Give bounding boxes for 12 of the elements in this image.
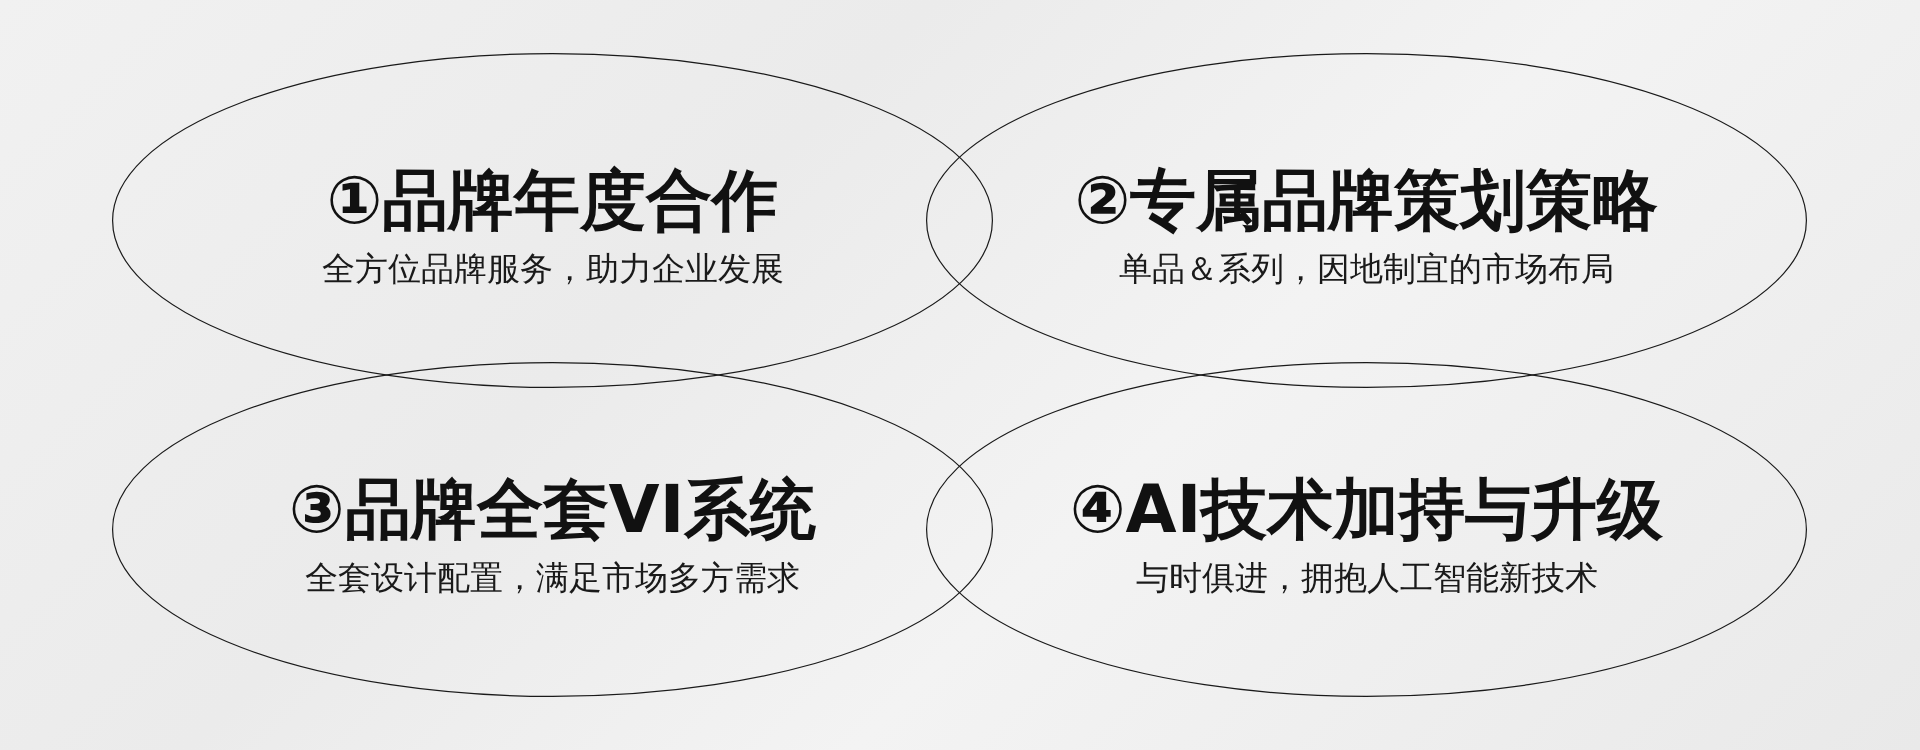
- ellipse-node: [112, 53, 993, 388]
- node-title: ④AI技术加持与升级: [1069, 470, 1664, 550]
- node-title: ①品牌年度合作: [326, 161, 779, 241]
- node-subtitle: 全套设计配置，满足市场多方需求: [305, 557, 800, 599]
- ellipse-node: [112, 362, 993, 697]
- ellipse-node: [926, 362, 1807, 697]
- node-title: ③品牌全套VI系统: [288, 470, 817, 550]
- node-subtitle: 与时俱进，拥抱人工智能新技术: [1135, 557, 1598, 599]
- node-subtitle: 单品＆系列，因地制宜的市场布局: [1119, 248, 1614, 290]
- node-title: ②专属品牌策划策略: [1074, 161, 1659, 241]
- ellipse-node: [926, 53, 1807, 388]
- node-subtitle: 全方位品牌服务，助力企业发展: [321, 248, 784, 290]
